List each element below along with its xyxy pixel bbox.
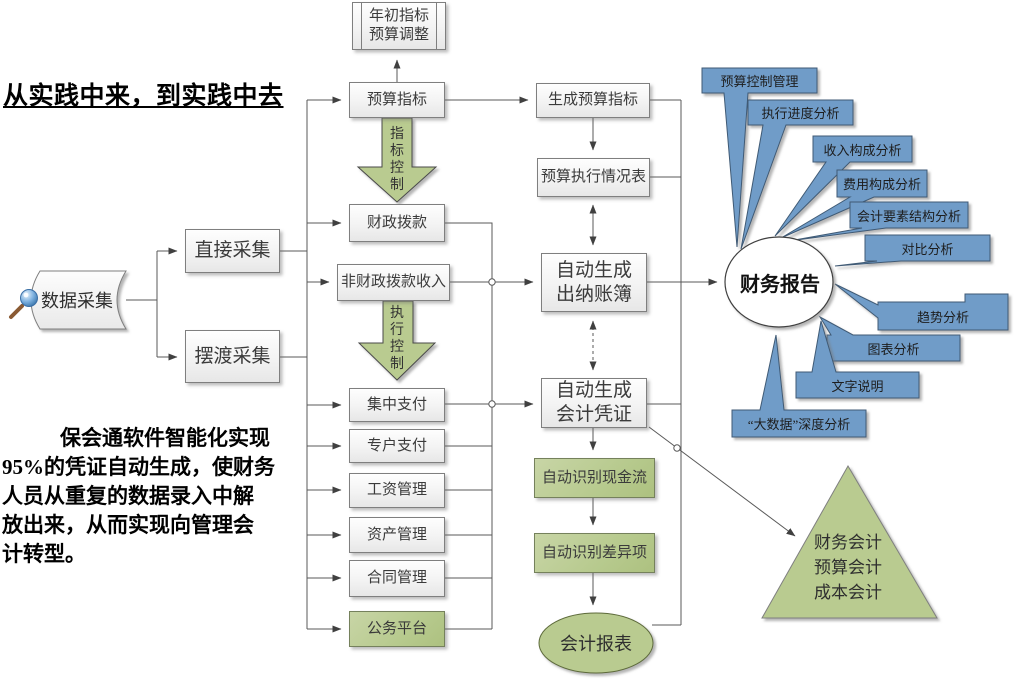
callout-income-structure	[774, 135, 913, 237]
node-special-account-payment: 专户支付	[349, 429, 445, 463]
connector-lines	[126, 59, 796, 633]
callout-trend	[834, 283, 1009, 331]
accounting-triangle	[761, 464, 938, 619]
financial-report-circle	[724, 236, 834, 328]
node-centralized-payment: 集中支付	[349, 388, 445, 422]
node-contract-management: 合同管理	[349, 560, 445, 597]
accounting-report-ellipse	[538, 612, 654, 674]
callout-budget-control	[701, 67, 818, 248]
node-budget-index: 预算指标	[349, 82, 445, 118]
paragraph-line: 放出来，从而实现向管理会	[2, 513, 254, 537]
callout-label-element-structure: 会计要素结构分析	[856, 208, 961, 224]
callout-label-bigdata: “大数据”深度分析	[747, 417, 851, 432]
financial-report-label: 财务报告	[740, 273, 820, 296]
node-non-fiscal-income: 非财政拨款收入	[337, 264, 450, 301]
callout-bigdata	[731, 334, 867, 438]
node-generate-budget-index: 生成预算指标	[536, 83, 650, 118]
triangle-label-cost: 成本会计	[814, 582, 882, 602]
page-title: 从实践中来，到实践中去	[3, 83, 284, 110]
node-year-start-adjust: 年初指标 预算调整	[352, 2, 446, 50]
index-control-arrow	[356, 117, 438, 203]
triangle-label-financial: 财务会计	[814, 532, 882, 552]
description-paragraph: 保会通软件智能化实现 95%的凭证自动生成，使财务 人员从重复的数据录入中解 放…	[2, 424, 322, 569]
exec-control-arrow	[357, 300, 437, 381]
node-fiscal-appropriation: 财政拨款	[349, 204, 445, 242]
callout-label-chart-analysis: 图表分析	[867, 341, 920, 357]
node-budget-execution-table: 预算执行情况表	[537, 158, 650, 197]
node-public-platform: 公务平台	[349, 611, 445, 647]
node-auto-cashier-books: 自动生成出纳账簿	[541, 253, 647, 312]
node-auto-voucher: 自动生成会计凭证	[541, 378, 647, 428]
node-auto-cashflow: 自动识别现金流	[534, 458, 655, 498]
paragraph-line: 计转型。	[2, 542, 86, 566]
paragraph-line: 人员从重复的数据录入中解	[2, 484, 254, 508]
callout-label-income-structure: 收入构成分析	[823, 142, 902, 158]
node-direct-collection: 直接采集	[185, 229, 280, 273]
callout-label-comparison: 对比分析	[901, 241, 954, 257]
callout-text-description	[795, 320, 920, 399]
callout-label-trend: 趋势分析	[916, 309, 969, 325]
accounting-report-label: 会计报表	[560, 634, 632, 654]
callout-exec-progress	[740, 99, 854, 250]
node-ferry-collection: 摆渡采集	[185, 330, 280, 383]
callout-label-exec-progress: 执行进度分析	[761, 106, 840, 121]
node-asset-management: 资产管理	[349, 517, 445, 553]
callout-label-budget-control: 预算控制管理	[720, 74, 799, 89]
paragraph-line: 95%的凭证自动生成，使财务	[2, 455, 275, 479]
callout-label-text-description: 文字说明	[831, 378, 884, 394]
callout-label-expense-structure: 费用构成分析	[842, 177, 921, 192]
callout-chart-analysis	[818, 315, 961, 362]
paragraph-line: 保会通软件智能化实现	[60, 426, 270, 450]
node-auto-difference: 自动识别差异项	[534, 533, 655, 573]
data-collection-label: 数据采集	[41, 291, 113, 311]
line-jump-marks	[488, 278, 681, 452]
callout-element-structure	[788, 201, 969, 242]
exec-control-label: 执行控制	[390, 306, 404, 372]
report-callouts	[701, 67, 1009, 438]
triangle-label-budget: 预算会计	[814, 557, 882, 577]
predefined-process-bar	[361, 3, 362, 49]
callout-comparison	[834, 234, 991, 267]
predefined-process-bar	[436, 3, 437, 49]
node-salary-management: 工资管理	[349, 473, 445, 508]
index-control-label: 指标控制	[390, 127, 404, 193]
magnifier-icon	[9, 289, 38, 319]
